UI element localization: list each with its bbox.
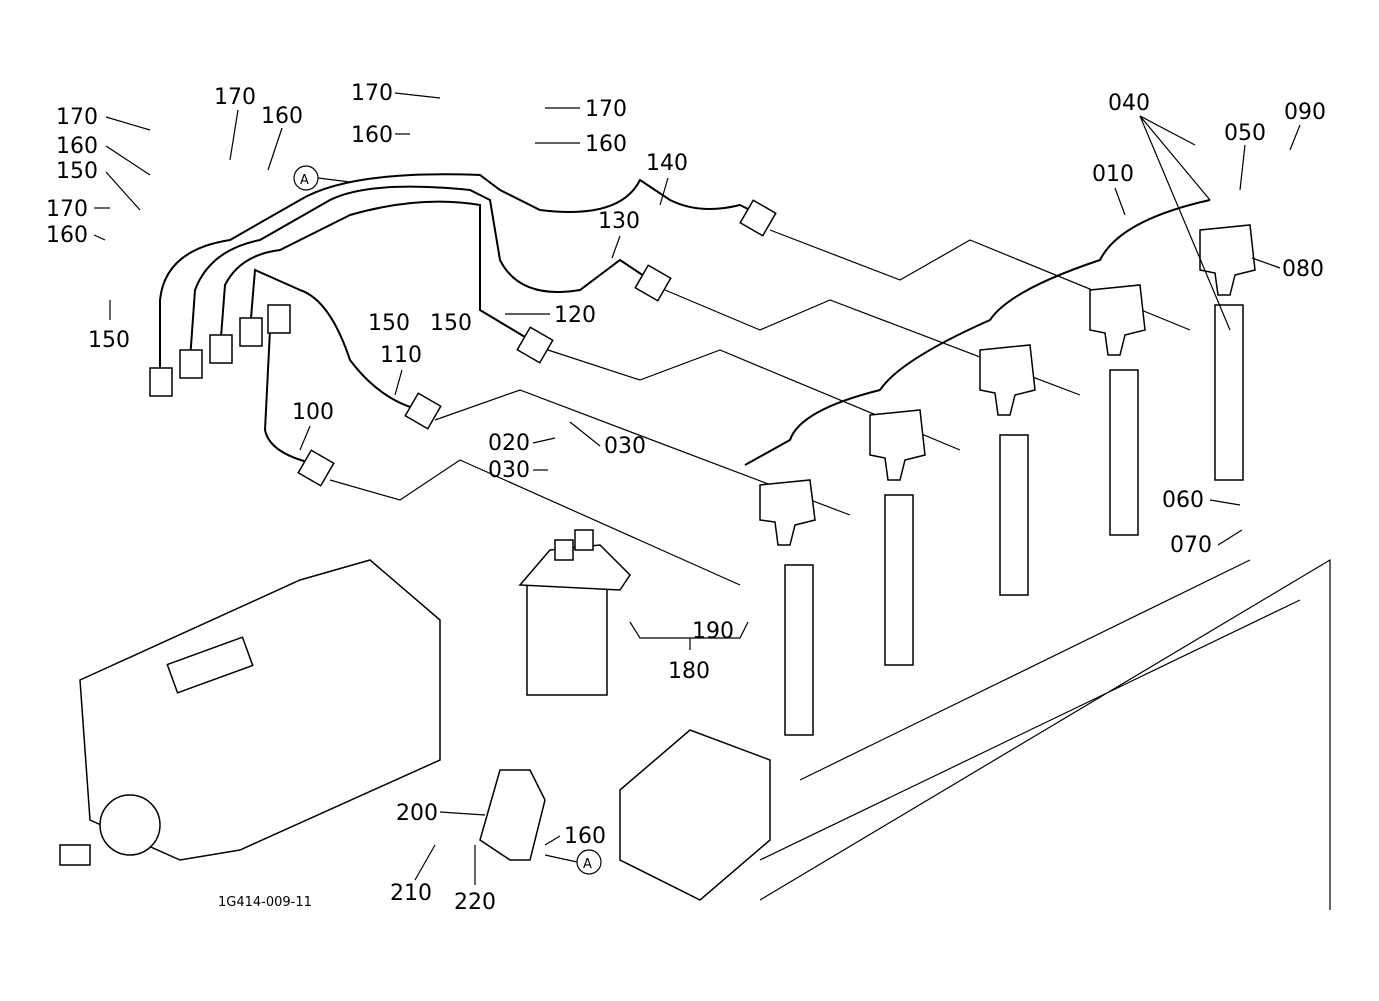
injection-pump [59,559,441,866]
label-210: 210 [390,881,432,906]
reference-code: 1G414-009-11 [218,895,312,910]
cylinder-head [759,558,1331,910]
nozzle-holder-clamp [759,479,816,546]
injector [999,434,1029,596]
injector [884,494,914,666]
label-040: 040 [1108,91,1150,116]
fuel-filter [518,529,631,696]
label-080: 080 [1282,257,1324,282]
label-130: 130 [598,209,640,234]
label-070: 070 [1170,533,1212,558]
label-020: 020 [488,431,530,456]
label-060: 060 [1162,488,1204,513]
label-090: 090 [1284,100,1326,125]
label-140: 140 [646,151,688,176]
label-180: 180 [668,659,710,684]
pipe-nut [516,326,554,364]
nozzle-holder-clamp [979,344,1036,416]
injector [784,564,814,736]
label-030: 030 [604,434,646,459]
label-160: 160 [564,824,606,849]
pipe-nut [739,199,777,237]
label-170: 170 [56,105,98,130]
label-200: 200 [396,801,438,826]
label-160: 160 [46,223,88,248]
callout-letter: A [300,173,309,188]
label-150: 150 [368,311,410,336]
leak-off-pipe [744,199,1211,466]
injectors [759,224,1256,736]
label-170: 170 [585,97,627,122]
callout-a-bottom: A [544,849,602,875]
label-160: 160 [261,104,303,129]
pipe-nut [404,392,442,430]
pipe-nut [209,334,233,364]
pipe-nut [297,449,335,487]
pipe-nut [634,264,672,302]
label-190: 190 [692,619,734,644]
callout-letter: A [583,857,592,872]
filter-bracket [479,769,546,861]
label-010: 010 [1092,162,1134,187]
label-100: 100 [292,400,334,425]
part-labels: 170 160 150 170 160 150 170 160 170 160 … [46,81,1326,915]
nozzle-holder-clamp [1089,284,1146,356]
label-170: 170 [214,85,256,110]
nozzle-holder-clamp [1199,224,1256,296]
pipe-nut [239,317,263,347]
label-220: 220 [454,890,496,915]
leader-lines [93,92,1301,885]
label-170: 170 [351,81,393,106]
label-160: 160 [56,134,98,159]
pipe-nut [179,349,203,379]
pipe-nut [149,367,173,397]
callout-a-top: A [293,165,351,191]
label-150: 150 [430,311,472,336]
label-150: 150 [88,328,130,353]
label-170: 170 [46,197,88,222]
injector [1109,369,1139,536]
housing [619,729,771,901]
pipe-nut [267,304,291,334]
label-160: 160 [585,132,627,157]
label-030: 030 [488,458,530,483]
injection-pipes [149,173,777,487]
label-050: 050 [1224,121,1266,146]
label-120: 120 [554,303,596,328]
nozzle-holder-clamp [869,409,926,481]
label-160: 160 [351,123,393,148]
leader-zigzags [329,229,1191,586]
label-150: 150 [56,159,98,184]
injector [1214,304,1244,481]
label-110: 110 [380,343,422,368]
